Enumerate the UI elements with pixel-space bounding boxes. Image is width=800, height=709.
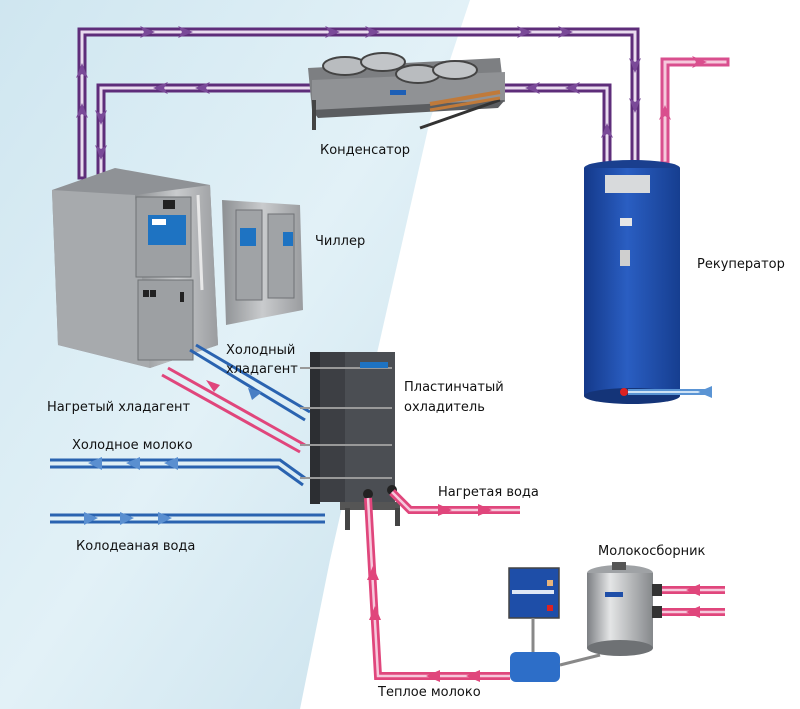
cold-refrigerant-label-line1: Холодный: [226, 343, 296, 358]
cold-refrigerant-label-line2: хладагент: [226, 362, 298, 377]
arrow-down-icon: [629, 98, 641, 113]
arrow-up-icon: [367, 566, 379, 580]
plate-cooler-label-line2: охладитель: [404, 400, 485, 415]
cold-milk-label: Холодное молоко: [72, 438, 193, 453]
arrow-left-icon: [153, 82, 168, 94]
arrow-down-icon: [629, 58, 641, 73]
heated-water-label: Нагретая вода: [438, 485, 539, 500]
plate-cooler-unit: [300, 352, 400, 530]
arrow-left-icon: [686, 606, 700, 618]
condenser-label: Конденсатор: [320, 143, 411, 158]
arrow-right-icon: [84, 512, 98, 525]
arrow-up-icon: [369, 606, 381, 620]
arrow-up-icon: [659, 105, 671, 120]
arrow-right-icon: [558, 26, 573, 38]
arrow-right-icon: [365, 26, 380, 38]
arrow-left-icon: [126, 457, 140, 470]
plate-cooler-label-line1: Пластинчатый: [404, 380, 504, 395]
milk-collector-unit: [508, 562, 662, 682]
arrow-right-icon: [158, 512, 172, 525]
arrow-up-icon: [76, 103, 88, 118]
milk-collector-label: Молокосборник: [598, 544, 706, 559]
arrow-right-icon: [438, 504, 452, 516]
arrow-right-icon: [325, 26, 340, 38]
arrow-up-icon: [76, 63, 88, 78]
arrow-left-icon: [686, 584, 700, 596]
flow-arrows-refrigerant: [76, 26, 641, 160]
arrow-left-icon: [565, 82, 580, 94]
arrow-left-icon: [88, 457, 102, 470]
arrow-right-icon: [120, 512, 134, 525]
chiller-label: Чиллер: [315, 234, 366, 249]
condenser-unit: [308, 52, 505, 130]
flow-arrows-recuperator-hot: [659, 56, 707, 120]
chiller-unit-second: [222, 200, 303, 325]
arrow-left-icon: [525, 82, 540, 94]
milk-water-lines: [50, 458, 325, 524]
arrow-left-icon: [466, 670, 480, 682]
arrow-down-icon: [95, 145, 107, 160]
warm-milk-label: Теплое молоко: [378, 685, 481, 700]
arrow-right-icon: [478, 504, 492, 516]
cooler-refrigerant-lines: [161, 343, 311, 454]
flow-arrows-hot: [367, 504, 700, 682]
arrow-left-icon: [195, 82, 210, 94]
arrow-left-icon: [698, 386, 712, 398]
arrow-down-icon: [95, 110, 107, 125]
well-water-label: Колодеаная вода: [76, 539, 196, 554]
recuperator-label: Рекуператор: [697, 257, 785, 272]
chiller-unit-main: [52, 168, 218, 368]
arrow-left-icon: [164, 457, 178, 470]
recuperator-tank: [584, 160, 712, 404]
arrow-left-icon: [426, 670, 440, 682]
arrow-right-icon: [517, 26, 532, 38]
arrow-right-icon: [178, 26, 193, 38]
arrow-right-icon: [140, 26, 155, 38]
heated-refrigerant-label: Нагретый хладагент: [47, 400, 191, 415]
arrow-right-icon: [692, 56, 707, 68]
flow-arrows-cold: [84, 457, 178, 525]
arrow-up-icon: [601, 123, 613, 138]
